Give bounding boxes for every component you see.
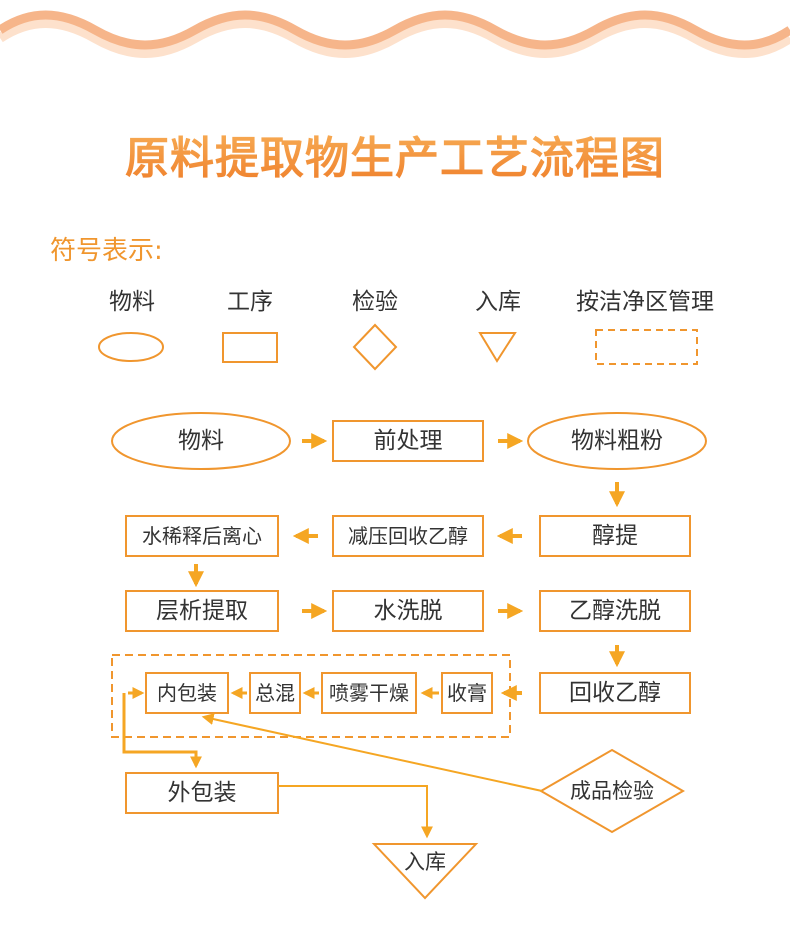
legend-triangle-shape: [478, 332, 517, 363]
node-pretreatment: 前处理: [373, 428, 443, 454]
page-title: 原料提取物生产工艺流程图: [0, 122, 790, 186]
arrow-inner-to-outer: [122, 693, 202, 769]
node-coarse-powder-shape: [527, 412, 707, 470]
clean-zone-box: [111, 654, 511, 738]
node-alcohol-extraction-shape: [539, 515, 691, 557]
node-vacuum-ethanol-recovery-shape: [332, 515, 484, 557]
node-total-mixing: 总混: [255, 681, 295, 705]
node-ethanol-elution: 乙醇洗脱: [569, 598, 661, 624]
node-outer-packing: 外包装: [167, 780, 237, 806]
legend-label-material: 物料: [109, 289, 155, 315]
legend-diamond-shape: [352, 323, 398, 371]
legend-label-cleanroom: 按洁净区管理: [576, 289, 714, 315]
node-raw-material: 物料: [178, 428, 224, 454]
node-chromatography-shape: [125, 590, 279, 632]
node-spray-drying: 喷雾干燥: [329, 681, 409, 705]
node-raw-material-shape: [111, 412, 291, 470]
legend-heading: 符号表示:: [50, 236, 163, 266]
node-pretreatment-shape: [332, 420, 484, 462]
node-total-mixing-shape: [249, 672, 301, 714]
wave-decoration: [0, 0, 790, 58]
arrow-outer-to-warehouse: [278, 785, 433, 839]
node-spray-drying-shape: [321, 672, 417, 714]
legend-label-inspection: 检验: [352, 289, 398, 315]
node-coarse-powder: 物料粗粉: [571, 428, 663, 454]
legend-rectangle-shape: [222, 332, 278, 363]
node-ethanol-elution-shape: [539, 590, 691, 632]
node-inner-packing-shape: [145, 672, 229, 714]
node-vacuum-ethanol-recovery: 减压回收乙醇: [348, 524, 468, 548]
node-chromatography: 层析提取: [156, 598, 248, 624]
legend-label-process: 工序: [227, 289, 273, 315]
node-dilution-centrifuge-shape: [125, 515, 279, 557]
legend-dashed-rectangle-shape: [595, 329, 698, 365]
node-product-inspection: 成品检验: [570, 779, 654, 803]
node-warehousing-shape: [371, 843, 479, 900]
legend-ellipse-shape: [98, 332, 164, 362]
node-ethanol-recovery: 回收乙醇: [569, 680, 661, 706]
node-concentration: 收膏: [447, 681, 487, 705]
arrow-inspection-to-inner: [201, 713, 543, 792]
node-dilution-centrifuge: 水稀释后离心: [142, 524, 262, 548]
node-outer-packing-shape: [125, 772, 279, 814]
node-water-elution: 水洗脱: [373, 598, 443, 624]
legend-label-warehousing: 入库: [475, 289, 521, 315]
node-ethanol-recovery-shape: [539, 672, 691, 714]
node-warehousing: 入库: [404, 850, 446, 874]
node-water-elution-shape: [332, 590, 484, 632]
node-product-inspection-shape: [539, 748, 685, 834]
node-concentration-shape: [441, 672, 493, 714]
node-alcohol-extraction: 醇提: [592, 523, 638, 549]
node-inner-packing: 内包装: [157, 681, 217, 705]
